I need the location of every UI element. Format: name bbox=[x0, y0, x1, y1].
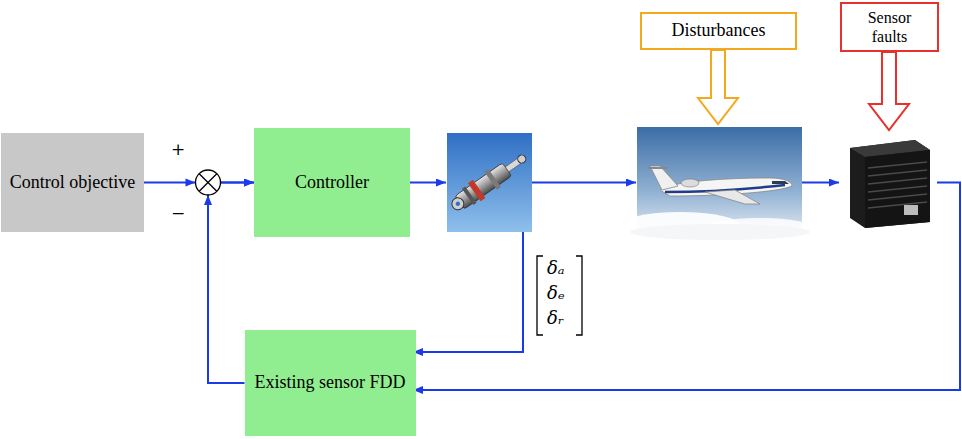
fault-box: Sensor faults bbox=[840, 2, 939, 52]
airplane-picture bbox=[620, 127, 815, 240]
actuator-picture bbox=[447, 133, 532, 232]
deflection-symbol: δᵣ bbox=[547, 309, 564, 327]
fault-arrow bbox=[869, 52, 909, 130]
node-text: Disturbances bbox=[666, 20, 772, 42]
summing-junction bbox=[186, 170, 221, 205]
sign-minus: − bbox=[171, 205, 185, 222]
disturbance-arrow bbox=[698, 50, 738, 124]
deflection-symbol: δₐ bbox=[547, 259, 565, 277]
objective-box: Control objective bbox=[1, 133, 144, 232]
node-text: Existing sensor FDD bbox=[248, 372, 411, 394]
node-text: Sensor faults bbox=[842, 8, 937, 46]
matrix-bracket bbox=[537, 256, 582, 335]
disturbance-box: Disturbances bbox=[640, 12, 797, 50]
sensor-picture bbox=[840, 133, 937, 232]
sign-plus: + bbox=[171, 141, 185, 158]
signal-wire bbox=[410, 183, 960, 391]
node-text: Controller bbox=[289, 172, 375, 194]
controller-box: Controller bbox=[254, 128, 410, 237]
deflection-symbol: δₑ bbox=[547, 284, 565, 302]
fdd-box: Existing sensor FDD bbox=[245, 330, 416, 436]
node-text: Control objective bbox=[4, 172, 141, 194]
